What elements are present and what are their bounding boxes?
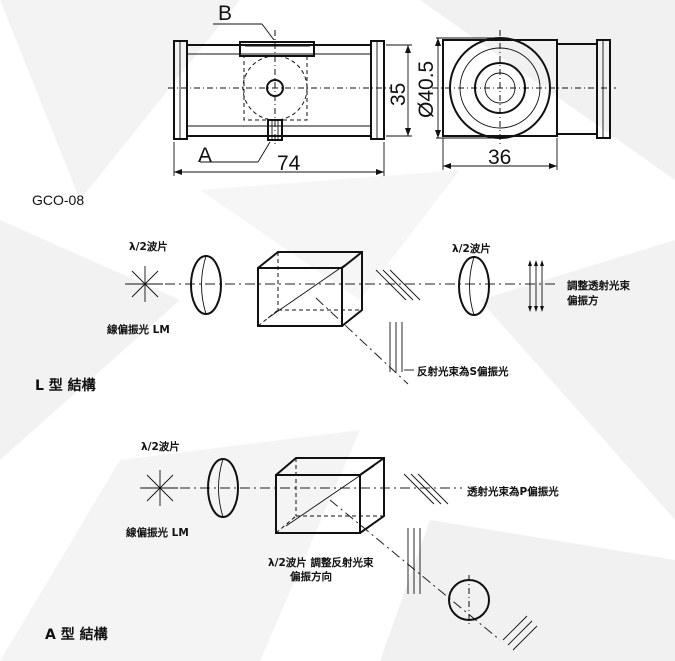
a-waveplate-in: λ/2波片 [141, 441, 180, 453]
l-type-title: L 型 結構 [35, 378, 96, 394]
technical-drawing: B A 74 35 Ø40.5 36 [168, 2, 616, 176]
a-type-title: A 型 結構 [45, 627, 108, 643]
l-waveplate-in: λ/2波片 [129, 241, 168, 253]
model-number: GCO-08 [32, 192, 85, 208]
polarization-star-a [142, 470, 178, 506]
l-adjust-trans-1: 調整透射光束 [567, 280, 630, 292]
s-arrows-diagonal [375, 269, 421, 301]
label-a: A [198, 144, 212, 167]
l-waveplate-out: λ/2波片 [452, 243, 491, 255]
l-reflected: 反射光束為S偏振光 [417, 366, 509, 378]
output-arrows-a [502, 615, 538, 651]
dim-height: 35 [387, 83, 410, 106]
a-adjust-refl-1: λ/2波片 調整反射光束 [268, 557, 374, 569]
a-transmitted: 透射光束為P偏振光 [467, 486, 559, 498]
dim-diameter: Ø40.5 [415, 61, 438, 118]
a-adjust-refl-2: 偏振方向 [290, 571, 332, 583]
p-arrows-diagonal [403, 473, 449, 505]
reflected-arrows [389, 322, 403, 372]
vertical-arrows [528, 260, 544, 312]
waveplate-lens-2 [458, 256, 490, 316]
a-type-diagram [140, 457, 538, 651]
waveplate-lens [190, 255, 222, 315]
a-linear-pol: 線偏振光 LM [126, 527, 189, 539]
l-adjust-trans-2: 偏振方 [567, 295, 599, 307]
reflected-arrows-a [407, 528, 421, 594]
prism-cube-a [275, 457, 385, 534]
l-linear-pol: 線偏振光 LM [107, 324, 170, 336]
side-view [168, 23, 412, 176]
dim-width: 36 [488, 146, 511, 169]
dim-length: 74 [277, 152, 301, 175]
end-view [432, 30, 616, 170]
prism-cube [257, 251, 363, 327]
l-type-diagram [125, 251, 558, 385]
polarization-star [127, 266, 163, 302]
label-b: B [218, 2, 232, 25]
